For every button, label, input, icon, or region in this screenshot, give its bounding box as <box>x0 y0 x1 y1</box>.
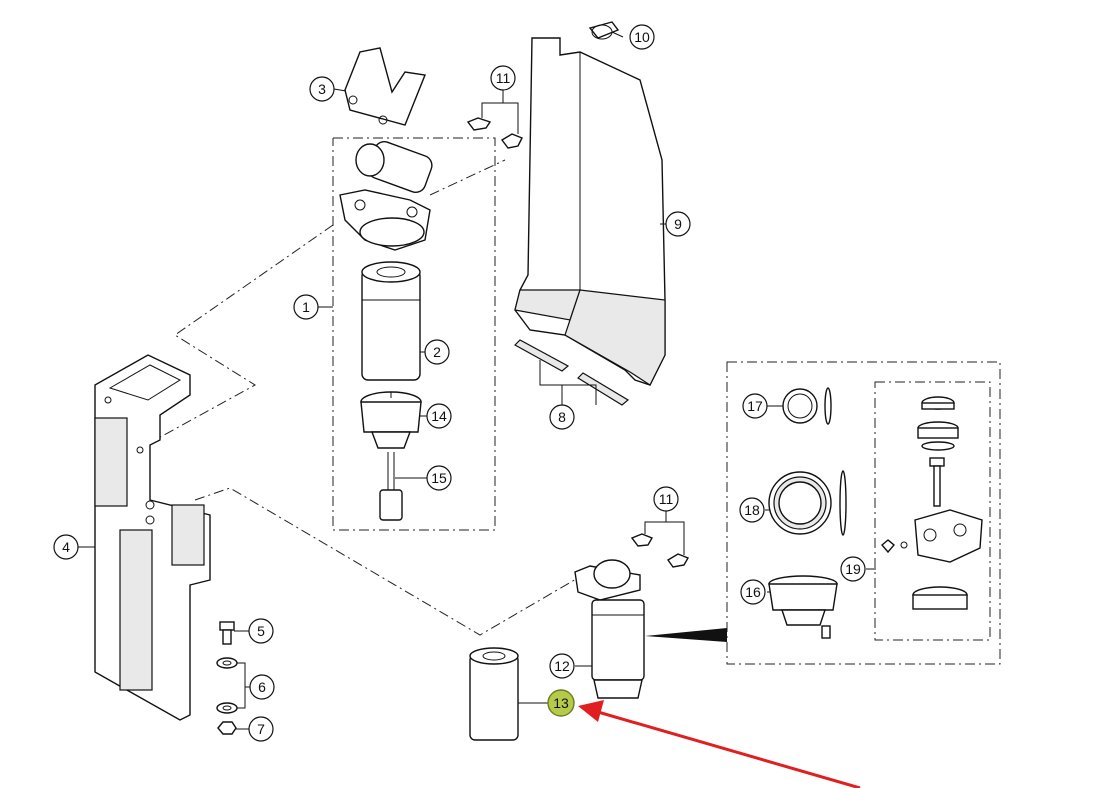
svg-text:14: 14 <box>431 408 447 424</box>
svg-text:12: 12 <box>554 658 570 674</box>
svg-text:2: 2 <box>433 344 441 360</box>
projection-line-top <box>429 159 506 196</box>
svg-text:19: 19 <box>845 561 861 577</box>
svg-text:18: 18 <box>744 502 760 518</box>
svg-text:11: 11 <box>659 491 674 507</box>
callout-13-highlighted[interactable]: 13 <box>547 689 575 717</box>
drain-sensor <box>379 452 403 521</box>
callout-17: 17 <box>742 393 768 419</box>
callout-16: 16 <box>740 579 766 605</box>
svg-text:4: 4 <box>62 539 70 555</box>
sensor-kit-19 <box>881 396 983 610</box>
callout-15: 15 <box>426 465 452 491</box>
svg-text:15: 15 <box>431 470 447 486</box>
svg-text:10: 10 <box>634 29 650 45</box>
red-arrow <box>578 700 861 788</box>
svg-text:13: 13 <box>553 695 569 711</box>
callout-19: 19 <box>840 556 866 582</box>
callout-18: 18 <box>739 497 765 523</box>
mounting-bracket <box>94 354 211 721</box>
callout-10: 10 <box>629 24 655 50</box>
callout-3: 3 <box>309 76 335 102</box>
callout-12: 12 <box>549 653 575 679</box>
washers <box>216 657 238 714</box>
callout-1: 1 <box>293 294 319 320</box>
filter-element <box>361 261 421 381</box>
detail-pointer <box>645 628 727 642</box>
seal-ring-18 <box>768 470 847 536</box>
svg-text:9: 9 <box>674 216 682 232</box>
detail-box-right <box>726 361 1001 665</box>
clip-pin <box>588 21 620 40</box>
water-bowl <box>360 391 422 449</box>
screws-top <box>466 117 523 149</box>
projection-line-upper <box>154 224 334 441</box>
svg-text:16: 16 <box>745 584 761 600</box>
callout-6: 6 <box>249 674 275 700</box>
bowl-16 <box>768 575 838 639</box>
callout-7: 7 <box>248 716 274 742</box>
shield-panel <box>514 37 666 386</box>
nut <box>217 721 237 735</box>
svg-text:5: 5 <box>257 623 265 639</box>
bolt <box>219 621 235 645</box>
callout-9: 9 <box>665 211 691 237</box>
callout-14: 14 <box>426 403 452 429</box>
callout-2: 2 <box>424 339 450 365</box>
svg-text:3: 3 <box>318 81 326 97</box>
rubber-strips <box>514 339 630 406</box>
svg-text:11: 11 <box>496 70 511 86</box>
svg-text:7: 7 <box>257 721 265 737</box>
screws-lower <box>630 533 690 568</box>
callout-5: 5 <box>248 618 274 644</box>
svg-text:1: 1 <box>302 299 310 315</box>
callout-11-top: 11 <box>490 65 516 91</box>
clamp-bracket <box>344 47 426 126</box>
filter-head-assembly <box>339 141 433 251</box>
svg-text:8: 8 <box>558 409 566 425</box>
leader-lines <box>78 31 876 730</box>
o-ring-17 <box>782 387 832 425</box>
spare-filter-element <box>469 647 519 741</box>
filter-assembly-lower <box>574 559 645 699</box>
svg-text:17: 17 <box>747 398 763 414</box>
assembly-box-upper <box>332 137 496 531</box>
svg-text:6: 6 <box>258 679 266 695</box>
callout-8: 8 <box>549 404 575 430</box>
projection-line-lower <box>194 487 596 636</box>
callout-4: 4 <box>53 534 79 560</box>
callout-11-lower: 11 <box>653 486 679 512</box>
